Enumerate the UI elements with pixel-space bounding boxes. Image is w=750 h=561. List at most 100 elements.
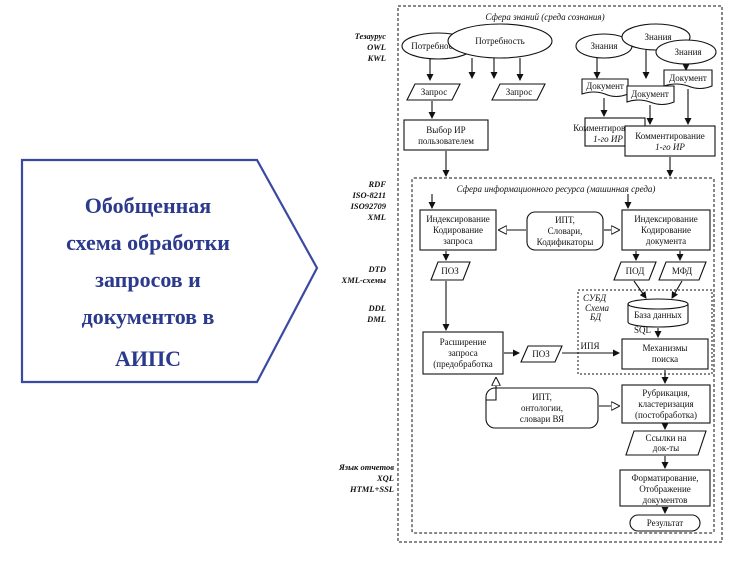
arrow-pod-db <box>633 280 647 299</box>
resource-frame <box>411 177 715 534</box>
database-label: База данных <box>634 310 682 320</box>
poz1-label: ПОЗ <box>441 266 459 276</box>
knowledge-label-1: Знания <box>590 41 617 51</box>
links-shape <box>625 430 707 456</box>
title-block: Обобщенная схема обработки запросов и до… <box>20 158 319 384</box>
poz2-label: ПОЗ <box>532 349 550 359</box>
ipya-label: ИПЯ <box>580 341 599 351</box>
formatting-box <box>619 469 711 507</box>
dbms-frame <box>577 289 713 375</box>
search-mechanisms-box <box>621 338 709 370</box>
resource-frame-label: Сфера информационного ресурса (машинная … <box>457 184 656 194</box>
ir-select-line-2: пользователем <box>418 136 474 146</box>
side-iso8211: ISO-8211 <box>351 190 386 200</box>
expansion-line-1: Расширение <box>440 337 487 347</box>
commenting-2-line-1: Комментирование <box>635 131 705 141</box>
ipt2-line-2: онтологии, <box>521 403 563 413</box>
need-ellipse-2 <box>447 23 553 59</box>
side-dml: DML <box>366 314 386 324</box>
knowledge-label-2: Знания <box>644 32 671 42</box>
side-html-ssl: HTML+SSL <box>349 484 394 494</box>
need-label-1: Потребность <box>411 41 461 51</box>
sql-label: SQL <box>634 325 651 335</box>
ipt2-line-3: словари ВЯ <box>520 414 564 424</box>
side-dtd: DTD <box>368 264 386 274</box>
rubric-line-1: Рубрикация, <box>642 388 690 398</box>
ipt1-line-2: Словари, <box>548 226 583 236</box>
side-thesaurus: Тезаурус <box>355 31 387 41</box>
side-report-language: Язык отчетов <box>338 462 394 472</box>
ir-select-line-1: Выбор ИР <box>426 125 465 135</box>
ipt2-line-1: ИПТ, <box>532 392 552 402</box>
side-iso92709: ISO92709 <box>350 201 387 211</box>
indexing-doc-box <box>621 209 711 251</box>
side-labels: Тезаурус OWL KWL RDF ISO-8211 ISO92709 X… <box>338 31 394 494</box>
format-line-3: документов <box>643 495 688 505</box>
poz1-shape <box>430 261 471 281</box>
indexing-query-line-3: запроса <box>443 236 473 246</box>
knowledge-frame <box>397 5 723 543</box>
rubric-line-3: (постобработка) <box>635 410 697 420</box>
knowledge-frame-label: Сфера знаний (среда сознания) <box>485 12 604 22</box>
document-shape-1 <box>581 78 629 98</box>
title-line-5: АИПС <box>115 346 181 371</box>
document-label-3: Документ <box>669 73 707 83</box>
indexing-doc-line-2: Кодирование <box>641 225 691 235</box>
commenting-box-2 <box>624 125 716 157</box>
expansion-line-2: запроса <box>448 348 478 358</box>
indexing-query-line-1: Индексирование <box>426 214 490 224</box>
document-shape-2 <box>626 85 675 106</box>
links-line-2: док-ты <box>653 443 679 453</box>
query-shape-1 <box>406 83 461 101</box>
side-xql: XQL <box>376 473 394 483</box>
expansion-line-3: (предобработка <box>433 359 492 369</box>
rubric-line-2: кластеризация <box>638 399 693 409</box>
side-kwl: KWL <box>367 53 386 63</box>
ipt1-line-1: ИПТ, <box>555 215 575 225</box>
query-label-1: Запрос <box>421 87 447 97</box>
knowledge-label-3: Знания <box>674 47 701 57</box>
database-cylinder-top <box>627 298 689 310</box>
document-shape-3 <box>663 69 713 90</box>
title-line-1: Обобщенная <box>85 193 212 218</box>
need-label-2: Потребность <box>475 36 525 46</box>
commenting-1-line-2: 1-го ИР <box>593 134 623 144</box>
search-line-2: поиска <box>652 354 678 364</box>
side-ddl: DDL <box>368 303 386 313</box>
expansion-box <box>422 331 504 375</box>
side-owl: OWL <box>367 42 386 52</box>
commenting-1-line-1: Комментирование <box>573 123 643 133</box>
title-line-2: схема обработки <box>66 230 230 255</box>
format-line-2: Отображение <box>639 484 691 494</box>
database-cylinder-body <box>627 304 689 328</box>
side-xml-schema: XML-схемы <box>341 275 387 285</box>
title-line-4: документов в <box>82 304 215 329</box>
commenting-2-line-2: 1-го ИР <box>655 142 685 152</box>
side-xml: XML <box>367 212 386 222</box>
title-pentagon <box>20 158 319 384</box>
side-rdf: RDF <box>368 179 387 189</box>
document-label-1: Документ <box>586 81 624 91</box>
pod-shape <box>613 261 657 281</box>
pod-label: ПОД <box>626 266 645 276</box>
dbms-db-label: БД <box>589 312 602 322</box>
title-line-3: запросов и <box>95 267 201 292</box>
mfd-shape <box>658 261 707 281</box>
indexing-query-box <box>419 209 497 251</box>
search-line-1: Механизмы <box>643 343 688 353</box>
ipt-ontologies-box <box>485 387 599 429</box>
poz2-shape <box>520 345 563 363</box>
ipt1-line-3: Кодификаторы <box>537 237 594 247</box>
dbms-schema-label: Схема <box>585 303 610 313</box>
indexing-doc-line-1: Индексирование <box>634 214 698 224</box>
indexing-query-line-2: Кодирование <box>433 225 483 235</box>
arrow-mfd-db <box>671 280 683 299</box>
links-line-1: Ссылки на <box>646 433 687 443</box>
query-shape-2 <box>491 83 546 101</box>
query-label-2: Запрос <box>506 87 532 97</box>
indexing-doc-line-3: документа <box>646 236 686 246</box>
format-line-1: Форматирование, <box>631 473 698 483</box>
dbms-label: СУБД <box>583 293 607 303</box>
document-label-2: Документ <box>631 89 669 99</box>
